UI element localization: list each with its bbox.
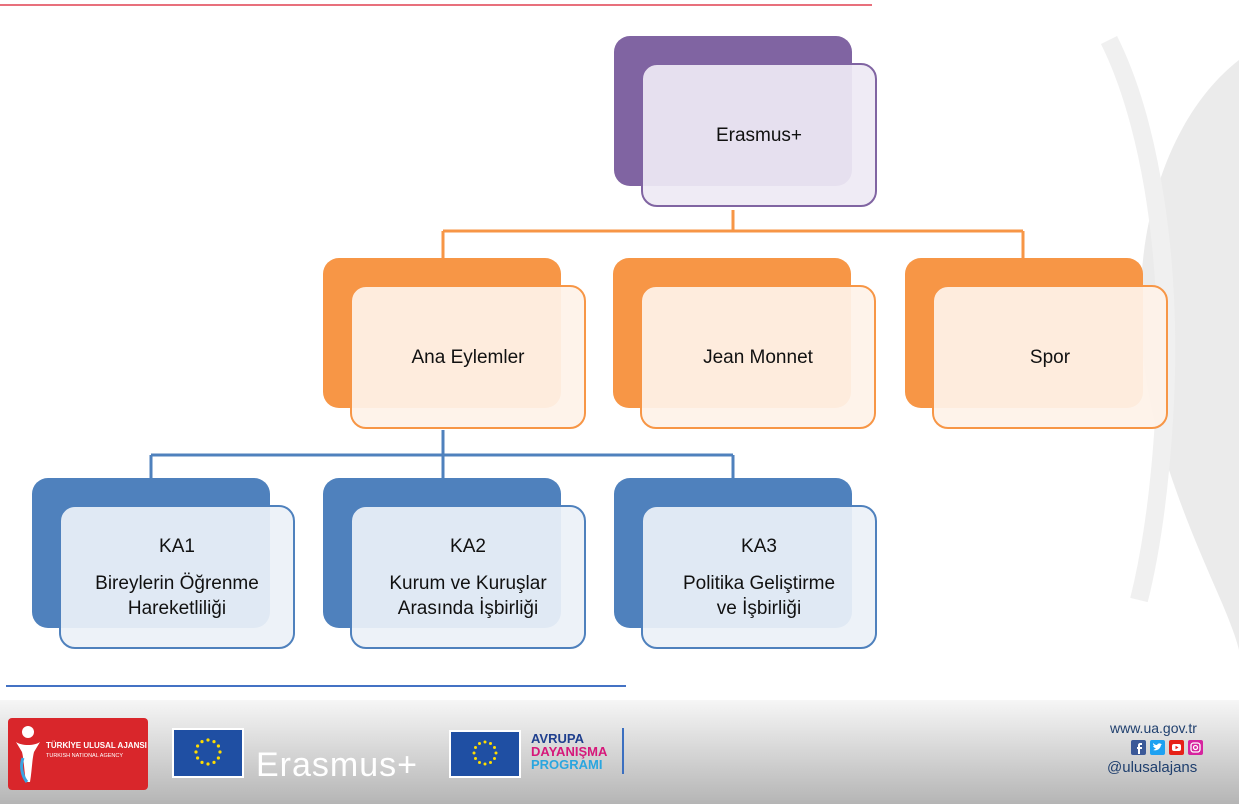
logo-divider (622, 728, 624, 774)
top-rule (0, 4, 872, 6)
solidarity-line3: PROGRAMI (531, 757, 603, 772)
agency-name: TÜRKİYE ULUSAL AJANSI (46, 741, 147, 750)
node-label: Erasmus+ (715, 124, 803, 146)
node-desc-line2: ve İşbirliği (716, 597, 802, 619)
node-box: Erasmus+ (641, 63, 877, 207)
node-label: Jean Monnet (703, 346, 813, 368)
footer: TÜRKİYE ULUSAL AJANSI TURKISH NATIONAL A… (0, 700, 1239, 804)
social-handle[interactable]: @ulusalajans (1107, 759, 1198, 776)
twitter-icon[interactable] (1150, 740, 1165, 755)
node-box: Spor (932, 285, 1168, 429)
agency-figure-icon (16, 726, 40, 783)
node-box: Ana Eylemler (350, 285, 586, 429)
node-desc-line2: Arasında İşbirliği (397, 597, 539, 619)
node-desc-line1: Politika Geliştirme (682, 572, 836, 594)
eu-flag-icon (449, 730, 521, 778)
website-link[interactable]: www.ua.gov.tr (1110, 720, 1197, 736)
agency-subtitle: TURKISH NATIONAL AGENCY (46, 753, 124, 759)
eu-flag-icon (172, 728, 244, 778)
youtube-icon[interactable] (1169, 740, 1184, 755)
node-code: KA3 (741, 535, 777, 557)
node-box: KA1 Bireylerin Öğrenme Hareketliliği (59, 505, 295, 649)
node-code: KA1 (159, 535, 195, 557)
turkish-national-agency-logo: TÜRKİYE ULUSAL AJANSI TURKISH NATIONAL A… (8, 718, 148, 790)
social-icons (1131, 740, 1203, 755)
node-label: Ana Eylemler (411, 346, 525, 368)
node-box: KA2 Kurum ve Kuruşlar Arasında İşbirliği (350, 505, 586, 649)
node-desc-line1: Kurum ve Kuruşlar (389, 572, 547, 594)
facebook-icon[interactable] (1131, 740, 1146, 755)
european-solidarity-program-logo: AVRUPA DAYANIŞMA PROGRAMI (531, 732, 607, 771)
node-label: Spor (1029, 346, 1071, 368)
solidarity-line1: AVRUPA (531, 731, 584, 746)
node-box: KA3 Politika Geliştirme ve İşbirliği (641, 505, 877, 649)
bottom-rule (6, 685, 626, 687)
solidarity-line2: DAYANIŞMA (531, 744, 608, 759)
node-desc-line2: Hareketliliği (127, 597, 227, 619)
node-desc-line1: Bireylerin Öğrenme (95, 572, 259, 594)
erasmus-plus-logo-text: Erasmus+ (256, 746, 418, 784)
node-box: Jean Monnet (640, 285, 876, 429)
node-code: KA2 (450, 535, 486, 557)
instagram-icon[interactable] (1188, 740, 1203, 755)
